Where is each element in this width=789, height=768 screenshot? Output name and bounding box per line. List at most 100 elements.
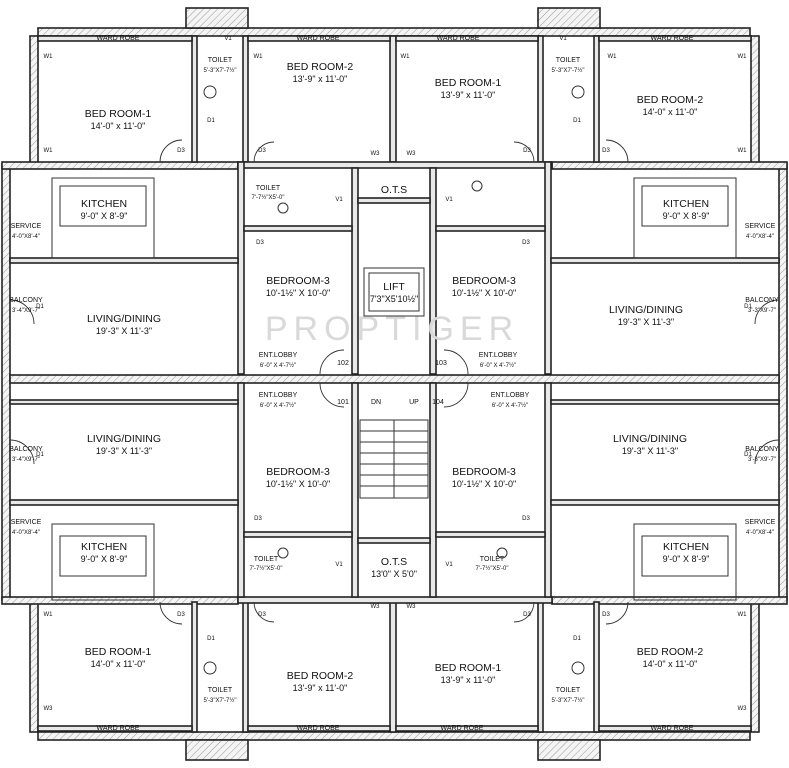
door-tag: D3: [522, 516, 530, 522]
room-dimension: 9'-0" X 8'-9": [81, 554, 128, 564]
door-tag: D1: [207, 118, 215, 124]
room-name: BEDROOM-3: [452, 466, 516, 478]
room-dimension: 7'-7½"X5'-0": [250, 565, 283, 572]
room-name: ENT.LOBBY: [259, 352, 298, 359]
room-name: KITCHEN: [81, 541, 127, 553]
wardrobe-label: WARD ROBE: [441, 725, 484, 732]
window-tag: W3: [407, 604, 417, 610]
wardrobe-label: WARD ROBE: [97, 35, 140, 42]
window-tag: W1: [401, 54, 411, 60]
door-tag: D3: [254, 516, 262, 522]
door-tag: D3: [523, 612, 531, 618]
room-dimension: 5'-3"X7'-7½": [204, 67, 237, 74]
room-dimension: 10'-1½" X 10'-0": [452, 479, 516, 489]
room-name: BALCONY: [745, 446, 779, 453]
window-tag: W3: [738, 706, 748, 712]
wardrobe-label: WARD ROBE: [651, 35, 694, 42]
room-name: BALCONY: [9, 297, 43, 304]
room-dimension: 9'-0" X 8'-9": [663, 554, 710, 564]
room-name: BED ROOM-2: [637, 94, 704, 106]
room-name: LIVING/DINING: [613, 433, 687, 445]
room-dimension: 6'-0" X 4'-7½": [480, 362, 516, 369]
window-tag: W1: [738, 612, 748, 618]
door-tag: D3: [177, 148, 185, 154]
room-dimension: 3'-3"X9'-7": [748, 308, 776, 314]
wardrobe-label: WARD ROBE: [297, 725, 340, 732]
room-dimension: 9'-0" X 8'-9": [663, 211, 710, 221]
door-tag: D3: [522, 240, 530, 246]
unit-number: 103: [435, 360, 447, 367]
room-dimension: 19'-3" X 11'-3": [622, 446, 678, 456]
room-name: TOILET: [254, 556, 279, 563]
room-dimension: 13'0" X 5'0": [371, 569, 417, 579]
room-name: SERVICE: [11, 223, 42, 230]
room-dimension: 10'-1½" X 10'-0": [266, 479, 330, 489]
door-tag: D3: [602, 612, 610, 618]
room-dimension: 6'-0" X 4'-7½": [492, 402, 528, 409]
room-name: TOILET: [208, 687, 233, 694]
room-dimension: 3'-4"X9'-7": [12, 457, 40, 463]
room-name: SERVICE: [11, 519, 42, 526]
room-name: SERVICE: [745, 519, 776, 526]
room-name: BED ROOM-2: [637, 646, 704, 658]
door-tag: D1: [36, 304, 44, 310]
fixtures: [51, 85, 737, 675]
room-dimension: 14'-0" x 11'-0": [643, 107, 698, 117]
room-name: BED ROOM-2: [287, 61, 354, 73]
door-tag: D3: [177, 612, 185, 618]
window-tag: W1: [44, 148, 54, 154]
vent-tag: V1: [559, 36, 567, 42]
room-dimension: 5'-3"X7'-7½": [204, 697, 237, 704]
stair-up-label: UP: [409, 399, 419, 406]
door-tag: D3: [256, 240, 264, 246]
window-tag: W1: [44, 54, 54, 60]
vent-tag: V1: [335, 562, 343, 568]
room-name: TOILET: [556, 687, 581, 694]
wardrobe-label: WARD ROBE: [651, 725, 694, 732]
room-dimension: 19'-3" X 11'-3": [618, 317, 674, 327]
window-tag: W1: [738, 148, 748, 154]
room-dimension: 4'-0"X8'-4": [746, 530, 774, 536]
room-name: BED ROOM-1: [85, 646, 152, 658]
door-tag: D3: [258, 148, 266, 154]
window-tag: W1: [608, 54, 618, 60]
room-name: SERVICE: [745, 223, 776, 230]
room-dimension: 19'-3" X 11'-3": [96, 446, 152, 456]
room-name: TOILET: [208, 57, 233, 64]
room-dimension: 14'-0" x 11'-0": [91, 659, 146, 669]
room-dimension: 5'-3"X7'-7½": [552, 697, 585, 704]
door-tag: D1: [573, 118, 581, 124]
wardrobe-label: WARD ROBE: [437, 35, 480, 42]
lift-dimension: 7'3"X5'10½": [370, 294, 418, 304]
room-name: KITCHEN: [663, 541, 709, 553]
room-dimension: 7'-7½"X5'-0": [252, 194, 285, 201]
interior-walls: [9, 35, 780, 733]
room-name: BED ROOM-1: [435, 662, 502, 674]
vent-tag: V1: [445, 562, 453, 568]
window-tag: W3: [371, 151, 381, 157]
window-tag: W1: [254, 54, 264, 60]
room-dimension: 4'-0"X8'-4": [746, 234, 774, 240]
door-tag: D1: [744, 304, 752, 310]
vent-tag: V1: [335, 197, 343, 203]
room-dimension: 14'-0" x 11'-0": [91, 121, 146, 131]
room-dimension: 4'-0"X8'-4": [12, 530, 40, 536]
room-name: BALCONY: [9, 446, 43, 453]
room-name: BED ROOM-2: [287, 670, 354, 682]
room-name: LIVING/DINING: [609, 304, 683, 316]
room-name: LIVING/DINING: [87, 433, 161, 445]
window-tag: W1: [738, 54, 748, 60]
wardrobe-label: WARD ROBE: [297, 35, 340, 42]
room-name: BEDROOM-3: [452, 275, 516, 287]
stair-down-label: DN: [371, 399, 381, 406]
opening-tags: W1 W1 W1 W3 D3 D3 D1 V1 W1 W3 D3 D3 D1 V…: [36, 36, 752, 712]
room-dimension: 13'-9" x 11'-0": [293, 683, 348, 693]
room-name: LIVING/DINING: [87, 313, 161, 325]
room-dimension: 3'-4"X9'-7": [12, 308, 40, 314]
doors: [9, 139, 780, 625]
room-name: O.T.S: [381, 556, 407, 568]
room-dimension: 13'-9" x 11'-0": [441, 90, 496, 100]
room-dimension: 19'-3" X 11'-3": [96, 326, 152, 336]
room-name: ENT.LOBBY: [259, 392, 298, 399]
